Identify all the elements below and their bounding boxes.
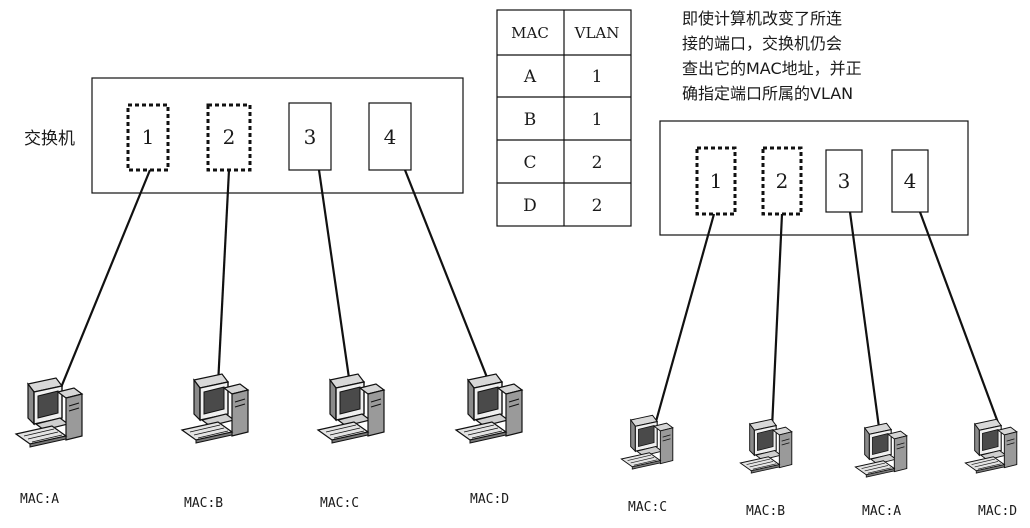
left-port-3 xyxy=(288,102,332,171)
table-header-vlan: VLAN xyxy=(574,24,620,42)
left-port-1 xyxy=(126,103,170,172)
note-line-2: 接的端口，交换机仍会 xyxy=(682,34,842,53)
right-cable-3 xyxy=(848,211,882,436)
computer-icon xyxy=(455,373,523,444)
computer-icon xyxy=(317,373,385,444)
left-port-4 xyxy=(368,102,412,171)
table-row-4-vlan: 2 xyxy=(592,196,603,216)
right-port-4-label: 4 xyxy=(904,169,917,193)
left-host-2-mac: MAC:B xyxy=(184,496,223,511)
computer-icon xyxy=(620,414,674,470)
right-host-4-mac: MAC:D xyxy=(978,504,1017,519)
right-port-4 xyxy=(891,149,929,213)
computer-icon xyxy=(15,377,83,448)
computer-icon xyxy=(181,373,249,444)
left-host-3-mac: MAC:C xyxy=(320,496,359,511)
right-cable-4 xyxy=(918,211,1002,429)
note-line-1: 即使计算机改变了所连 xyxy=(682,9,842,28)
left-port-4-label: 4 xyxy=(384,125,397,149)
left-cable-3 xyxy=(317,169,352,386)
computer-icon xyxy=(854,422,908,478)
left-port-3-label: 3 xyxy=(304,125,317,149)
right-switch-box xyxy=(659,120,969,236)
left-host-1-mac: MAC:A xyxy=(20,492,59,507)
note-line-4: 确指定端口所属的VLAN xyxy=(682,84,853,103)
computer-icon xyxy=(964,418,1018,474)
left-cable-2 xyxy=(216,169,231,386)
left-port-2-label: 2 xyxy=(223,125,236,149)
right-port-1-label: 1 xyxy=(710,169,723,193)
right-port-3-label: 3 xyxy=(838,169,851,193)
note-line-3: 查出它的MAC地址，并正 xyxy=(682,59,862,78)
right-host-2-mac: MAC:B xyxy=(746,504,785,519)
right-cable-1 xyxy=(653,213,716,426)
left-port-1-label: 1 xyxy=(142,125,155,149)
left-switch-box xyxy=(91,77,464,194)
table-row-3-vlan: 2 xyxy=(592,153,603,173)
left-switch-label: 交换机 xyxy=(24,129,75,149)
table-header-mac: MAC xyxy=(511,24,549,42)
table-row-1-mac: A xyxy=(523,67,537,87)
right-port-2-label: 2 xyxy=(776,169,789,193)
right-port-3 xyxy=(825,149,863,213)
right-cable-2 xyxy=(770,213,784,429)
computer-icon xyxy=(739,418,793,474)
left-cable-1 xyxy=(58,169,152,391)
explanation-note: 即使计算机改变了所连 接的端口，交换机仍会 查出它的MAC地址，并正 确指定端口… xyxy=(682,9,862,103)
left-host-4-mac: MAC:D xyxy=(470,492,509,507)
right-host-1-mac: MAC:C xyxy=(628,500,667,515)
right-port-1 xyxy=(695,146,737,216)
table-row-4-mac: D xyxy=(523,196,537,216)
table-row-1-vlan: 1 xyxy=(592,67,603,87)
table-row-2-mac: B xyxy=(524,110,537,130)
mac-vlan-table: MAC VLAN A 1 B 1 C 2 D 2 xyxy=(496,9,632,227)
table-row-2-vlan: 1 xyxy=(592,110,603,130)
right-host-3-mac: MAC:A xyxy=(862,504,901,519)
left-cable-4 xyxy=(403,169,492,386)
table-row-3-mac: C xyxy=(523,153,536,173)
